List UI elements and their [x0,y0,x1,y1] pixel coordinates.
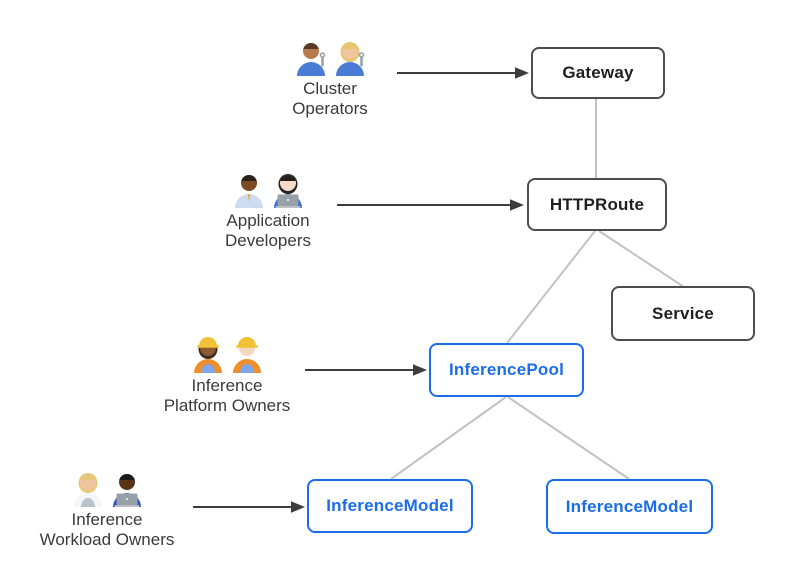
arrow-workload-owners-inferencemodel [193,501,305,513]
persona-cluster-operators: Cluster Operators [250,36,410,119]
persona-cluster-operators-icons [250,36,410,76]
node-httproute: HTTPRoute [527,178,667,231]
persona-label: Application [226,211,310,230]
node-inferencemodel-left: InferenceModel [307,479,473,533]
man-office-worker-icon [232,170,266,208]
persona-application-developers-icons [188,168,348,208]
arrow-platform-owners-inferencepool [305,364,427,376]
node-inferencemodel-right-label: InferenceModel [565,496,694,516]
arrow-application-developers-httproute [337,199,524,211]
connector-httproute-service [598,230,685,288]
persona-label: Platform Owners [163,396,291,415]
persona-inference-workload-owners: Inference Workload Owners [27,467,187,550]
woman-construction-worker-icon [191,335,225,373]
man-construction-worker-icon [230,335,264,373]
persona-application-developers: Application Developers [188,168,348,251]
woman-mechanic-icon [333,38,367,76]
persona-label: Inference [71,510,143,529]
connector-inferencepool-inferencemodel-left [390,396,507,480]
node-gateway-label: Gateway [562,63,634,82]
connector-inferencepool-inferencemodel-right [507,396,630,480]
persona-label: Inference [191,376,263,395]
persona-label: Cluster [303,79,357,98]
persona-label: Operators [292,99,368,118]
node-httproute-label: HTTPRoute [549,194,645,214]
persona-label: Developers [225,231,311,250]
node-inferencemodel-right: InferenceModel [546,479,713,534]
node-inferencemodel-left-label: InferenceModel [326,496,454,515]
node-service-label: Service [652,303,714,323]
woman-technologist-icon [271,170,305,208]
persona-label: Workload Owners [39,530,175,549]
node-inferencepool-label: InferencePool [448,360,565,379]
health-worker-icon [71,469,105,507]
node-gateway: Gateway [531,47,665,99]
persona-inference-workload-owners-icons [27,467,187,507]
man-mechanic-icon [294,38,328,76]
node-service: Service [611,286,755,341]
man-technologist-dark-icon [110,469,144,507]
arrow-cluster-operators-gateway [397,67,529,79]
persona-inference-platform-owners: Inference Platform Owners [147,333,307,416]
connector-httproute-inferencepool [506,230,596,344]
node-inferencepool: InferencePool [429,343,584,397]
persona-inference-platform-owners-icons [147,333,307,373]
